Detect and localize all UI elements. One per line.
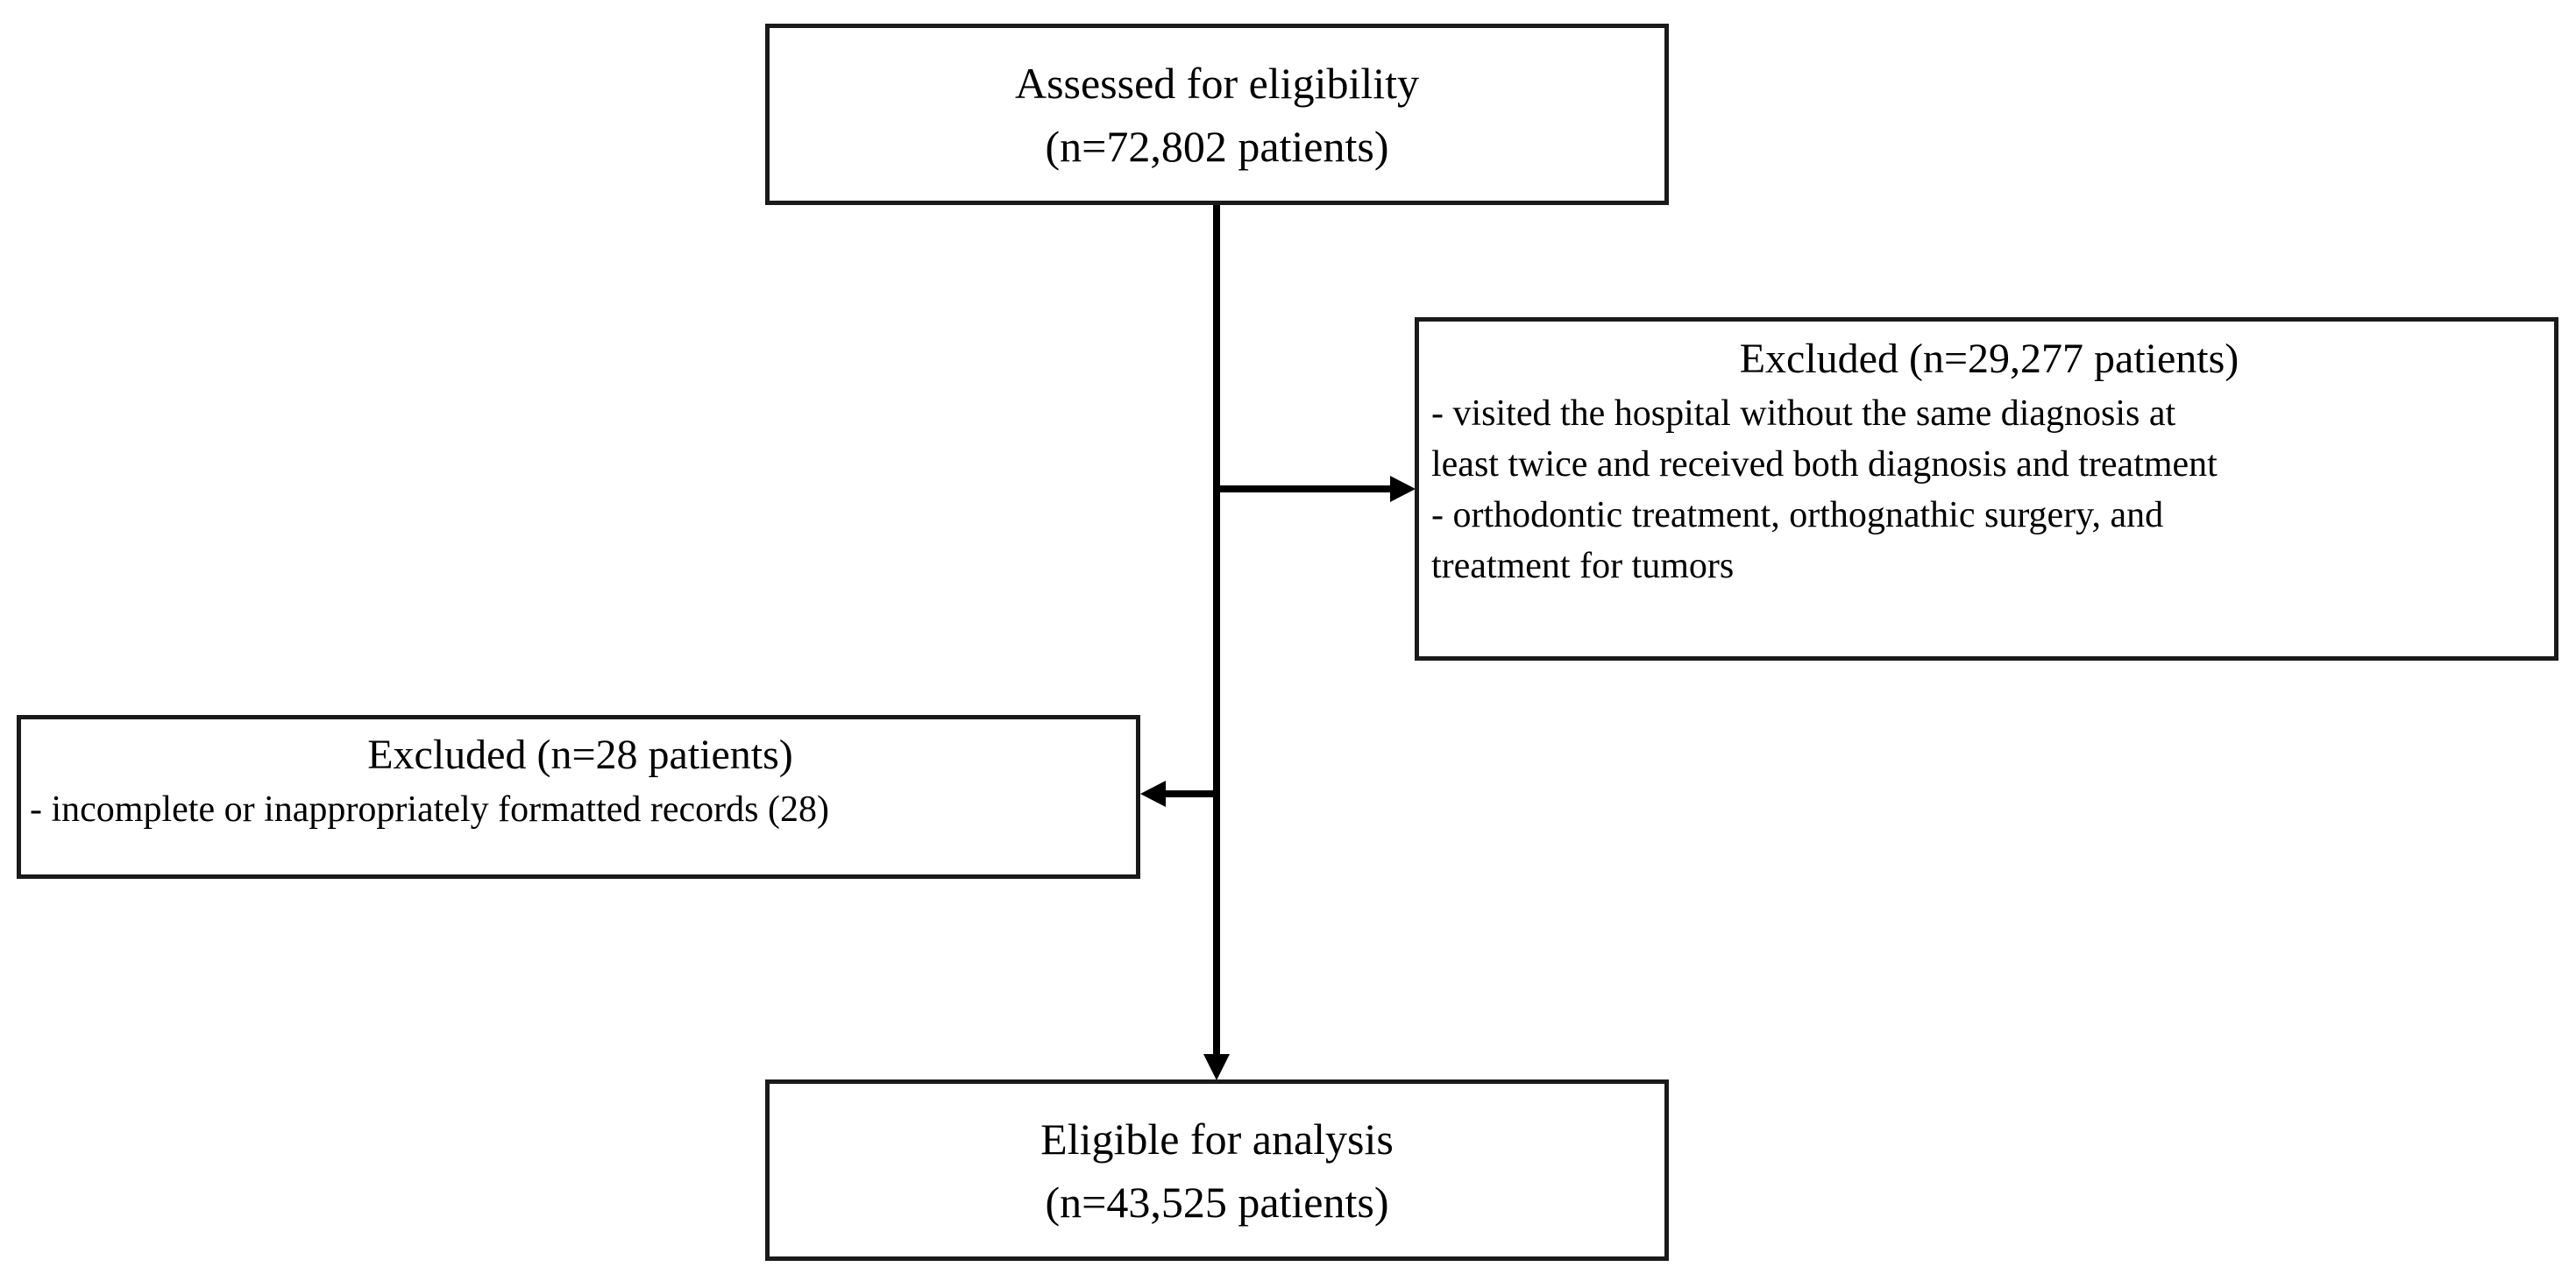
node-eligible-for-analysis: Eligible for analysis (n=43,525 patients… (765, 1079, 1669, 1261)
node-eligible-line-2: (n=43,525 patients) (1045, 1177, 1389, 1227)
node-assessed-line-1: Assessed for eligibility (1014, 58, 1420, 108)
node-excluded-right-bullet-1-cont: least twice and received both diagnosis … (1431, 444, 2218, 485)
node-excluded-right-heading: Excluded (n=29,277 patients) (1739, 336, 2239, 382)
arrow-down-icon (1203, 1054, 1230, 1080)
connector-branch-to-excluded-right (1213, 485, 1390, 492)
node-excluded-right-bullet-1: - visited the hospital without the same … (1431, 393, 2176, 434)
node-assessed-line-2: (n=72,802 patients) (1045, 121, 1389, 171)
node-excluded-left: Excluded (n=28 patients) - incomplete or… (17, 715, 1140, 879)
node-excluded-right: Excluded (n=29,277 patients) - visited t… (1415, 317, 2558, 661)
arrow-right-icon (1390, 476, 1416, 502)
node-excluded-right-bullet-2: - orthodontic treatment, orthognathic su… (1431, 495, 2164, 535)
node-assessed-for-eligibility: Assessed for eligibility (n=72,802 patie… (765, 24, 1669, 205)
node-excluded-right-bullet-2-cont: treatment for tumors (1431, 546, 1735, 586)
connector-vertical-spine (1213, 204, 1220, 1054)
node-excluded-left-heading: Excluded (n=28 patients) (367, 732, 793, 778)
arrow-left-icon (1140, 781, 1166, 807)
node-eligible-line-1: Eligible for analysis (1040, 1114, 1394, 1164)
node-excluded-left-bullet-1: - incomplete or inappropriately formatte… (30, 789, 829, 830)
connector-branch-to-excluded-left (1166, 790, 1217, 797)
